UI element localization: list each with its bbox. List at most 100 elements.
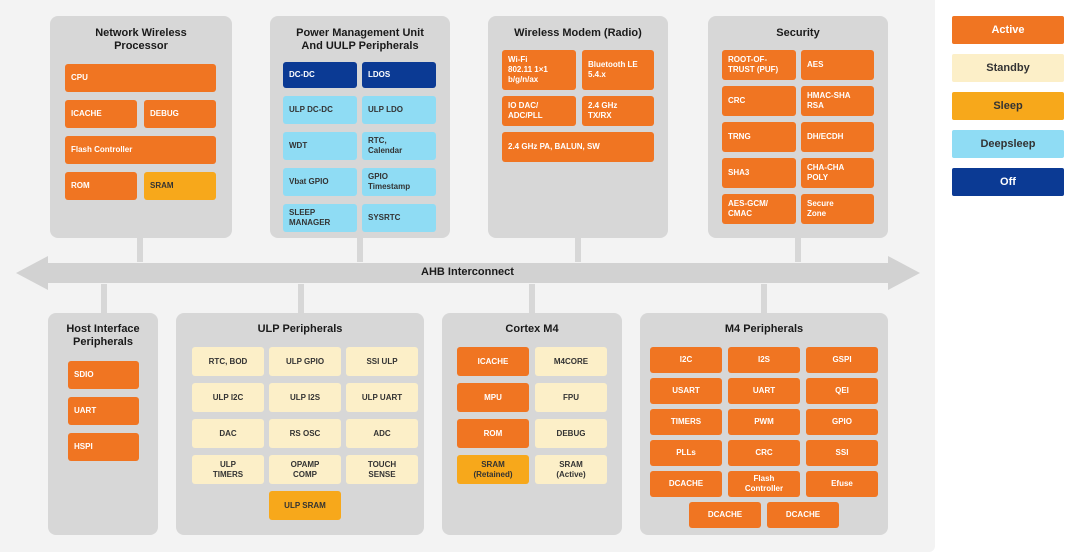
block-cpu: CPU: [65, 64, 216, 92]
block-flash-controller: Flash Controller: [65, 136, 216, 164]
connector: [298, 284, 304, 316]
block-ulp-gpio: ULP GPIO: [269, 347, 341, 376]
block-dh-ecdh: DH/ECDH: [801, 122, 874, 152]
block-sysrtc: SYSRTC: [362, 204, 436, 232]
connector: [101, 284, 107, 316]
block-rs-osc: RS OSC: [269, 419, 341, 448]
block-root-of-trust: ROOT-OF- TRUST (PUF): [722, 50, 796, 80]
panel-title: Cortex M4: [505, 323, 559, 335]
block-sram: SRAM: [144, 172, 216, 200]
connector: [795, 236, 801, 262]
connector: [529, 284, 535, 316]
block-mpu: MPU: [457, 383, 529, 412]
block-m4core: M4CORE: [535, 347, 607, 376]
block-crc: CRC: [728, 440, 800, 466]
block-dcache: DCACHE: [650, 471, 722, 497]
block-ssi-ulp: SSI ULP: [346, 347, 418, 376]
block-trng: TRNG: [722, 122, 796, 152]
bus-label: AHB Interconnect: [421, 266, 514, 278]
block-sram-retained: SRAM (Retained): [457, 455, 529, 484]
block-touch-sense: TOUCH SENSE: [346, 455, 418, 484]
block-bluetooth-le: Bluetooth LE 5.4.x: [582, 50, 654, 90]
block-pa-balun-sw: 2.4 GHz PA, BALUN, SW: [502, 132, 654, 162]
block-i2s: I2S: [728, 347, 800, 373]
block-hmac-sha-rsa: HMAC-SHA RSA: [801, 86, 874, 116]
block-gpio-timestamp: GPIO Timestamp: [362, 168, 436, 196]
block-ulp-ldo: ULP LDO: [362, 96, 436, 124]
block-i2c: I2C: [650, 347, 722, 373]
block-ulp-i2c: ULP I2C: [192, 383, 264, 412]
panel-title: M4 Peripherals: [724, 323, 804, 335]
panel-cortex-m4: Cortex M4 ICACHE M4CORE MPU FPU ROM DEBU…: [442, 313, 622, 535]
legend-standby: Standby: [952, 54, 1064, 82]
block-ldos: LDOS: [362, 62, 436, 88]
block-plls: PLLs: [650, 440, 722, 466]
block-gpio: GPIO: [806, 409, 878, 435]
block-uart: UART: [68, 397, 139, 425]
block-hspi: HSPI: [68, 433, 139, 461]
panel-ulp-peripherals: ULP Peripherals RTC, BOD ULP GPIO SSI UL…: [176, 313, 424, 535]
block-sram-active: SRAM (Active): [535, 455, 607, 484]
block-crc: CRC: [722, 86, 796, 116]
block-uart: UART: [728, 378, 800, 404]
panel-title: Power Management Unit And UULP Periphera…: [296, 27, 424, 52]
block-sdio: SDIO: [68, 361, 139, 389]
block-vbat-gpio: Vbat GPIO: [283, 168, 357, 196]
block-ulp-sram: ULP SRAM: [269, 491, 341, 520]
block-usart: USART: [650, 378, 722, 404]
block-adc: ADC: [346, 419, 418, 448]
block-dcache: DCACHE: [689, 502, 761, 528]
block-diagram: AHB Interconnect Network Wireless Proces…: [0, 0, 935, 552]
block-rtc-bod: RTC, BOD: [192, 347, 264, 376]
panel-title: Host Interface Peripherals: [66, 323, 140, 348]
block-2-4ghz-txrx: 2.4 GHz TX/RX: [582, 96, 654, 126]
panel-network-wireless-processor: Network Wireless Processor CPU ICACHE DE…: [50, 16, 232, 238]
block-sleep-manager: SLEEP MANAGER: [283, 204, 357, 232]
block-aes: AES: [801, 50, 874, 80]
connector: [357, 236, 363, 262]
block-wifi: Wi-Fi 802.11 1×1 b/g/n/ax: [502, 50, 576, 90]
ahb-bus-arrow: [16, 256, 920, 290]
block-opamp-comp: OPAMP COMP: [269, 455, 341, 484]
block-rom: ROM: [457, 419, 529, 448]
block-dac: DAC: [192, 419, 264, 448]
block-icache: ICACHE: [457, 347, 529, 376]
block-flash-controller: Flash Controller: [728, 471, 800, 497]
block-dc-dc: DC-DC: [283, 62, 357, 88]
block-secure-zone: Secure Zone: [801, 194, 874, 224]
panel-power-management-unit: Power Management Unit And UULP Periphera…: [270, 16, 450, 238]
panel-title: Wireless Modem (Radio): [514, 27, 642, 39]
block-sha3: SHA3: [722, 158, 796, 188]
block-efuse: Efuse: [806, 471, 878, 497]
legend-sleep: Sleep: [952, 92, 1064, 120]
block-wdt: WDT: [283, 132, 357, 160]
legend-deepsleep: Deepsleep: [952, 130, 1064, 158]
panel-title: Network Wireless Processor: [95, 27, 187, 52]
panel-security: Security ROOT-OF- TRUST (PUF) AES CRC HM…: [708, 16, 888, 238]
connector: [575, 236, 581, 262]
block-icache: ICACHE: [65, 100, 137, 128]
block-debug: DEBUG: [535, 419, 607, 448]
block-rtc-calendar: RTC, Calendar: [362, 132, 436, 160]
block-debug: DEBUG: [144, 100, 216, 128]
legend-active: Active: [952, 16, 1064, 44]
block-ulp-timers: ULP TIMERS: [192, 455, 264, 484]
panel-host-interface-peripherals: Host Interface Peripherals SDIO UART HSP…: [48, 313, 158, 535]
block-dcache: DCACHE: [767, 502, 839, 528]
panel-title: ULP Peripherals: [257, 323, 343, 335]
block-timers: TIMERS: [650, 409, 722, 435]
panel-wireless-modem: Wireless Modem (Radio) Wi-Fi 802.11 1×1 …: [488, 16, 668, 238]
block-fpu: FPU: [535, 383, 607, 412]
block-cha-cha-poly: CHA-CHA POLY: [801, 158, 874, 188]
block-aes-gcm-cmac: AES-GCM/ CMAC: [722, 194, 796, 224]
block-io-dac-adc-pll: IO DAC/ ADC/PLL: [502, 96, 576, 126]
panel-title: Security: [776, 27, 820, 39]
legend-off: Off: [952, 168, 1064, 196]
block-ulp-uart: ULP UART: [346, 383, 418, 412]
block-pwm: PWM: [728, 409, 800, 435]
block-ulp-i2s: ULP I2S: [269, 383, 341, 412]
connector: [761, 284, 767, 316]
connector: [137, 236, 143, 262]
block-qei: QEI: [806, 378, 878, 404]
block-ulp-dc-dc: ULP DC-DC: [283, 96, 357, 124]
